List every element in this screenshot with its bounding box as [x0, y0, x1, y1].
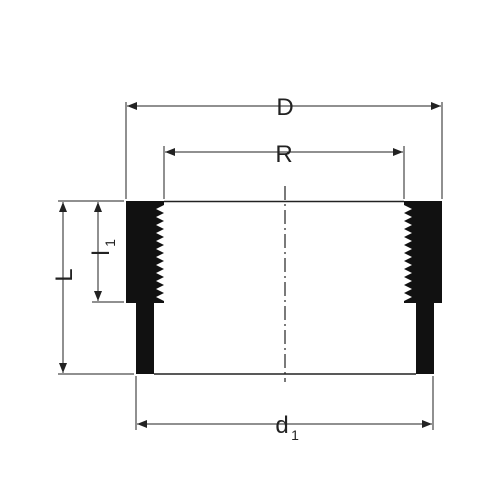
part-body: [126, 186, 442, 382]
right-wall-lower: [416, 303, 434, 374]
left-wall-lower: [136, 303, 154, 374]
left-wall: [126, 201, 164, 374]
dimension-d: D: [125, 94, 443, 199]
left-wall-upper: [126, 201, 164, 303]
dimension-d1-label-sub: 1: [291, 427, 299, 443]
dimension-d-label: D: [276, 94, 293, 121]
dimension-r-label: R: [275, 141, 292, 168]
right-wall-upper: [404, 201, 442, 303]
dimension-r: R: [163, 141, 405, 199]
dimension-l: L: [51, 200, 134, 375]
left-thread-teeth: [156, 205, 164, 301]
dimension-l1-label-main: l: [88, 250, 115, 255]
right-thread-teeth: [404, 205, 412, 301]
dimension-l1-label-sub: 1: [102, 239, 118, 247]
right-wall: [404, 201, 442, 374]
dimension-l1-label: l 1: [88, 239, 118, 256]
dimension-d1: d 1: [135, 376, 434, 443]
dimension-l1: l 1: [88, 202, 124, 303]
dimension-d1-label-main: d: [275, 412, 288, 439]
dimension-l-label: L: [51, 268, 78, 281]
